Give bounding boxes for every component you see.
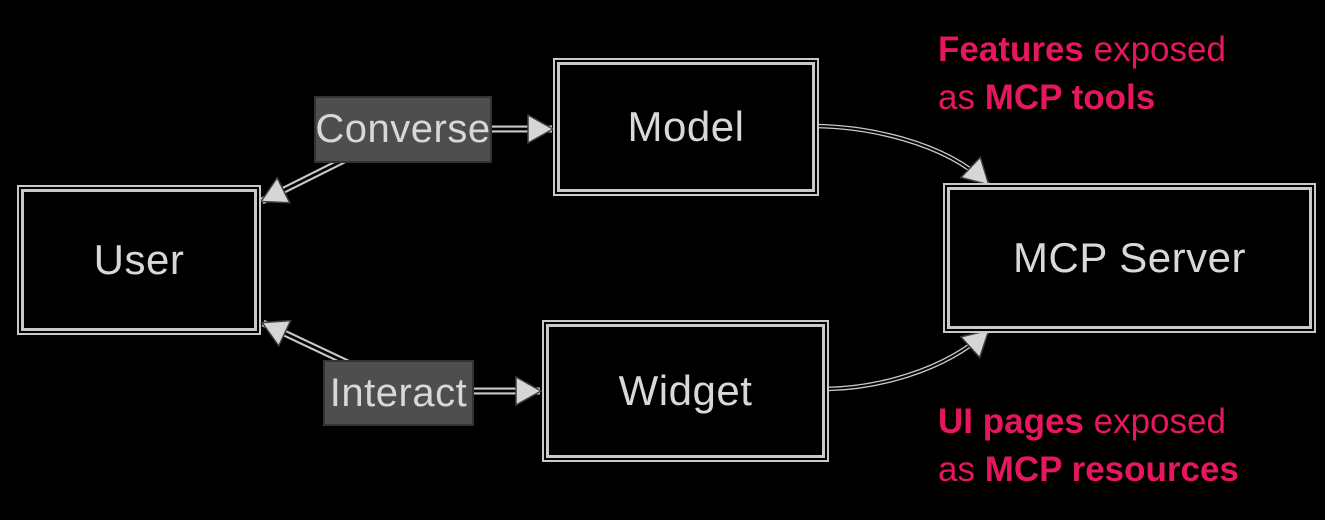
- node-mcp-server: MCP Server: [943, 183, 1316, 333]
- arrow-widget-to-mcp-server: [826, 331, 988, 392]
- node-mcp-server-label: MCP Server: [1013, 234, 1246, 281]
- annotation-bold-ui-pages: UI pages: [938, 402, 1084, 441]
- edge-label-converse-text: Converse: [315, 107, 491, 151]
- edge-label-converse: Converse: [314, 96, 492, 163]
- node-model: Model: [553, 58, 819, 196]
- annotation-mcp-tools: Features exposed as MCP tools: [938, 26, 1226, 122]
- arrow-converse-to-user: [262, 152, 354, 205]
- arrow-model-to-mcp-server: [816, 123, 988, 184]
- node-user: User: [17, 185, 261, 335]
- annotation-bold-mcp-resources: MCP resources: [984, 450, 1239, 489]
- annotation-bold-mcp-tools: MCP tools: [984, 78, 1156, 117]
- annotation-mcp-resources-line2: as MCP resources: [938, 446, 1239, 494]
- annotation-text-as-bottom: as: [938, 450, 985, 489]
- annotation-mcp-resources: UI pages exposed as MCP resources: [938, 398, 1239, 494]
- node-user-label: User: [93, 236, 185, 283]
- annotation-text-exposed-bottom: exposed: [1083, 402, 1226, 441]
- node-model-label: Model: [627, 103, 745, 150]
- annotation-text-as-top: as: [938, 78, 985, 117]
- annotation-text-exposed-top: exposed: [1083, 30, 1226, 69]
- annotation-mcp-tools-line1: Features exposed: [938, 26, 1226, 74]
- annotation-bold-features: Features: [938, 30, 1084, 69]
- arrow-interact-to-user: [263, 323, 354, 369]
- node-widget-label: Widget: [618, 367, 753, 414]
- edge-label-interact-text: Interact: [329, 370, 468, 415]
- annotation-mcp-tools-line2: as MCP tools: [938, 74, 1226, 122]
- annotation-mcp-resources-line1: UI pages exposed: [938, 398, 1239, 446]
- edge-label-interact: Interact: [323, 360, 474, 426]
- node-widget: Widget: [542, 320, 829, 462]
